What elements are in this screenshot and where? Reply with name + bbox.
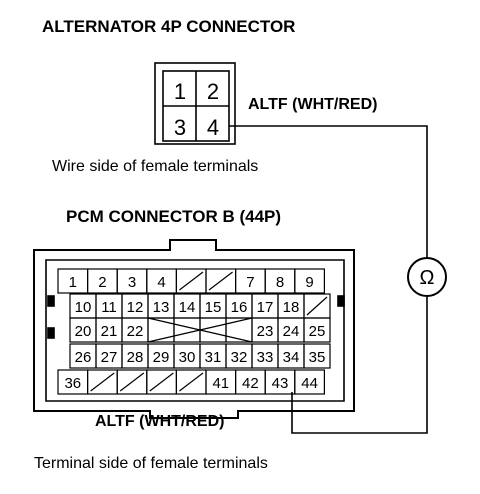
unused-terminal-mark <box>149 372 174 392</box>
pcm-terminal-17: 17 <box>257 299 274 316</box>
pcm-terminal-35: 35 <box>309 349 326 366</box>
pcm-terminal-18: 18 <box>283 299 300 316</box>
pcm-terminal-16: 16 <box>231 299 248 316</box>
pcm-terminal-32: 32 <box>231 349 248 366</box>
blank-area-cross-2 <box>147 317 253 343</box>
housing-latch-left-2 <box>47 327 55 339</box>
pcm-terminal-10: 10 <box>75 299 92 316</box>
pcm-terminal-14: 14 <box>179 299 196 316</box>
pcm-cell <box>303 343 331 369</box>
pcm-wire <box>291 296 428 434</box>
pcm-terminal-43: 43 <box>272 375 289 392</box>
alt-terminal-3: 3 <box>174 115 186 140</box>
pcm-terminal-2: 2 <box>98 274 106 291</box>
unused-terminal-mark <box>179 372 204 392</box>
pcm-terminal-30: 30 <box>179 349 196 366</box>
pcm-terminal-41: 41 <box>212 375 229 392</box>
pcm-caption: Terminal side of female terminals <box>34 455 268 472</box>
pcm-terminal-31: 31 <box>205 349 222 366</box>
alternator-connector-title: ALTERNATOR 4P CONNECTOR <box>42 17 296 36</box>
pcm-terminal-29: 29 <box>153 349 170 366</box>
alternator-connector-housing <box>154 62 236 145</box>
pcm-row-4: 26 27 28 29 30 31 32 33 34 35 <box>69 343 331 369</box>
housing-latch-right <box>337 295 345 307</box>
pcm-terminal-33: 33 <box>257 349 274 366</box>
pcm-terminal-8: 8 <box>276 274 284 291</box>
pcm-row-2: 10 11 12 13 14 15 16 17 18 <box>69 293 331 319</box>
alternator-wire-label: ALTF (WHT/RED) <box>248 96 378 113</box>
alt-terminal-4: 4 <box>207 115 219 140</box>
alt-terminal-1: 1 <box>174 79 186 104</box>
pcm-connector-inner <box>45 259 345 402</box>
pcm-terminal-1: 1 <box>69 274 77 291</box>
pcm-terminal-25: 25 <box>309 323 326 340</box>
pcm-terminal-28: 28 <box>127 349 144 366</box>
pcm-terminal-26: 26 <box>75 349 92 366</box>
alternator-wire <box>229 125 428 258</box>
pcm-connector-housing <box>33 239 355 419</box>
unused-terminal-mark <box>90 372 115 392</box>
pcm-terminal-3: 3 <box>128 274 136 291</box>
unused-terminal-mark <box>208 271 233 291</box>
pcm-terminal-15: 15 <box>205 299 222 316</box>
unused-terminal-mark <box>306 296 328 316</box>
pcm-terminal-36: 36 <box>64 375 81 392</box>
ohm-symbol: Ω <box>420 267 435 289</box>
pcm-cell <box>173 317 201 343</box>
pcm-terminal-34: 34 <box>283 349 300 366</box>
pcm-terminal-27: 27 <box>101 349 118 366</box>
pcm-cell <box>199 317 227 343</box>
pcm-row-5: 36 41 42 43 44 <box>57 369 325 395</box>
alternator-caption: Wire side of female terminals <box>52 158 259 175</box>
pcm-terminal-11: 11 <box>101 299 117 316</box>
pcm-terminal-7: 7 <box>246 274 254 291</box>
pcm-terminal-42: 42 <box>242 375 259 392</box>
pcm-terminal-23: 23 <box>257 323 274 340</box>
unused-terminal-mark <box>179 271 204 291</box>
pcm-terminal-22: 22 <box>127 323 144 340</box>
pcm-terminal-12: 12 <box>127 299 144 316</box>
pcm-terminal-21: 21 <box>101 323 118 340</box>
pcm-terminal-13: 13 <box>153 299 170 316</box>
pcm-cell <box>303 317 331 343</box>
pcm-connector-title: PCM CONNECTOR B (44P) <box>66 207 282 226</box>
pcm-cell <box>294 369 325 395</box>
pcm-row-1: 1 2 3 4 7 8 9 <box>57 268 325 294</box>
alt-terminal-2: 2 <box>207 79 219 104</box>
pcm-terminal-9: 9 <box>305 274 313 291</box>
pcm-terminal-4: 4 <box>157 274 165 291</box>
pcm-terminal-44: 44 <box>301 375 318 392</box>
housing-latch-left-1 <box>47 295 55 307</box>
unused-terminal-mark <box>119 372 145 392</box>
pcm-terminal-20: 20 <box>75 323 92 340</box>
pcm-row-3: 20 21 22 23 24 25 <box>69 317 331 343</box>
pcm-cell <box>294 268 325 294</box>
pcm-terminal-24: 24 <box>283 323 300 340</box>
